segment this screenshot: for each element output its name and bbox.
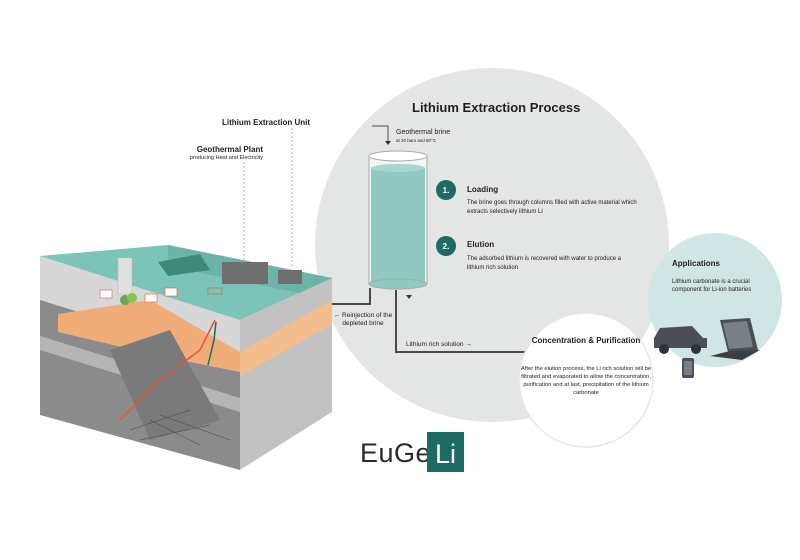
brine-sublabel: at 20 bars and 80°C — [396, 138, 437, 143]
step-2-number: 2. — [436, 236, 456, 256]
applications-title: Applications — [672, 259, 721, 268]
step-2-desc: The adsorbed lithium is recovered with w… — [467, 256, 622, 271]
house-red-1 — [99, 289, 113, 299]
step-2-title: Elution — [467, 240, 495, 249]
column-media — [371, 168, 425, 282]
red-injection-line — [119, 319, 216, 421]
tree-2 — [127, 293, 137, 303]
car-icon — [654, 326, 707, 354]
house-red-2 — [144, 293, 158, 303]
process-title: Lithium Extraction Process — [412, 100, 581, 115]
teal-production-line — [207, 321, 217, 366]
surface-buildings — [99, 254, 302, 305]
inlet-arrow-icon — [385, 141, 391, 145]
logo-text: EuGe — [360, 438, 432, 468]
rich-solution-label: Lithium rich solution → — [406, 341, 472, 348]
house-row-green — [158, 254, 210, 276]
step-1-desc: The brine goes through columns filled wi… — [467, 200, 637, 215]
concentration-title: Concentration & Purification — [531, 336, 641, 345]
geothermal-plant-label: Geothermal Plant — [196, 145, 263, 154]
pipe-loop — [207, 287, 223, 295]
step-1-number: 1. — [436, 180, 456, 200]
column-bottom — [368, 278, 428, 290]
extraction-unit-building — [222, 262, 268, 284]
geothermal-plant-building — [278, 270, 302, 284]
column-top — [368, 150, 428, 162]
apartment-tower — [117, 257, 133, 295]
extraction-column — [368, 150, 428, 290]
brine-label: Geothermal brine — [396, 129, 451, 136]
brine-inlet-pipe — [372, 125, 389, 141]
fracture-lines — [129, 409, 231, 446]
soil-orange-side — [240, 300, 332, 376]
extraction-unit-label: Lithium Extraction Unit — [222, 118, 310, 127]
laptop-icon — [710, 318, 760, 360]
phone-icon — [682, 358, 694, 378]
column-media-top — [371, 164, 425, 172]
outlet-arrow-icon — [406, 295, 412, 299]
pipes — [332, 125, 540, 353]
concentration-desc: After the elution process, the Li rich s… — [520, 366, 652, 396]
applications-desc: Lithium carbonate is a crucial component… — [672, 279, 752, 293]
fault-zone — [110, 330, 220, 440]
step-1-title: Loading — [467, 185, 499, 194]
rich-solution-pipe — [395, 290, 540, 353]
concentration-circle — [518, 312, 654, 448]
geothermal-plant-sublabel: producing Heat and Electricity — [189, 155, 263, 161]
logo-box: Li — [427, 432, 464, 472]
house-red-3 — [164, 287, 178, 297]
reinjection-pipe — [332, 288, 371, 305]
geological-block — [40, 245, 332, 470]
reinjection-label: ← Reinjection of the depleted brine — [333, 312, 393, 327]
